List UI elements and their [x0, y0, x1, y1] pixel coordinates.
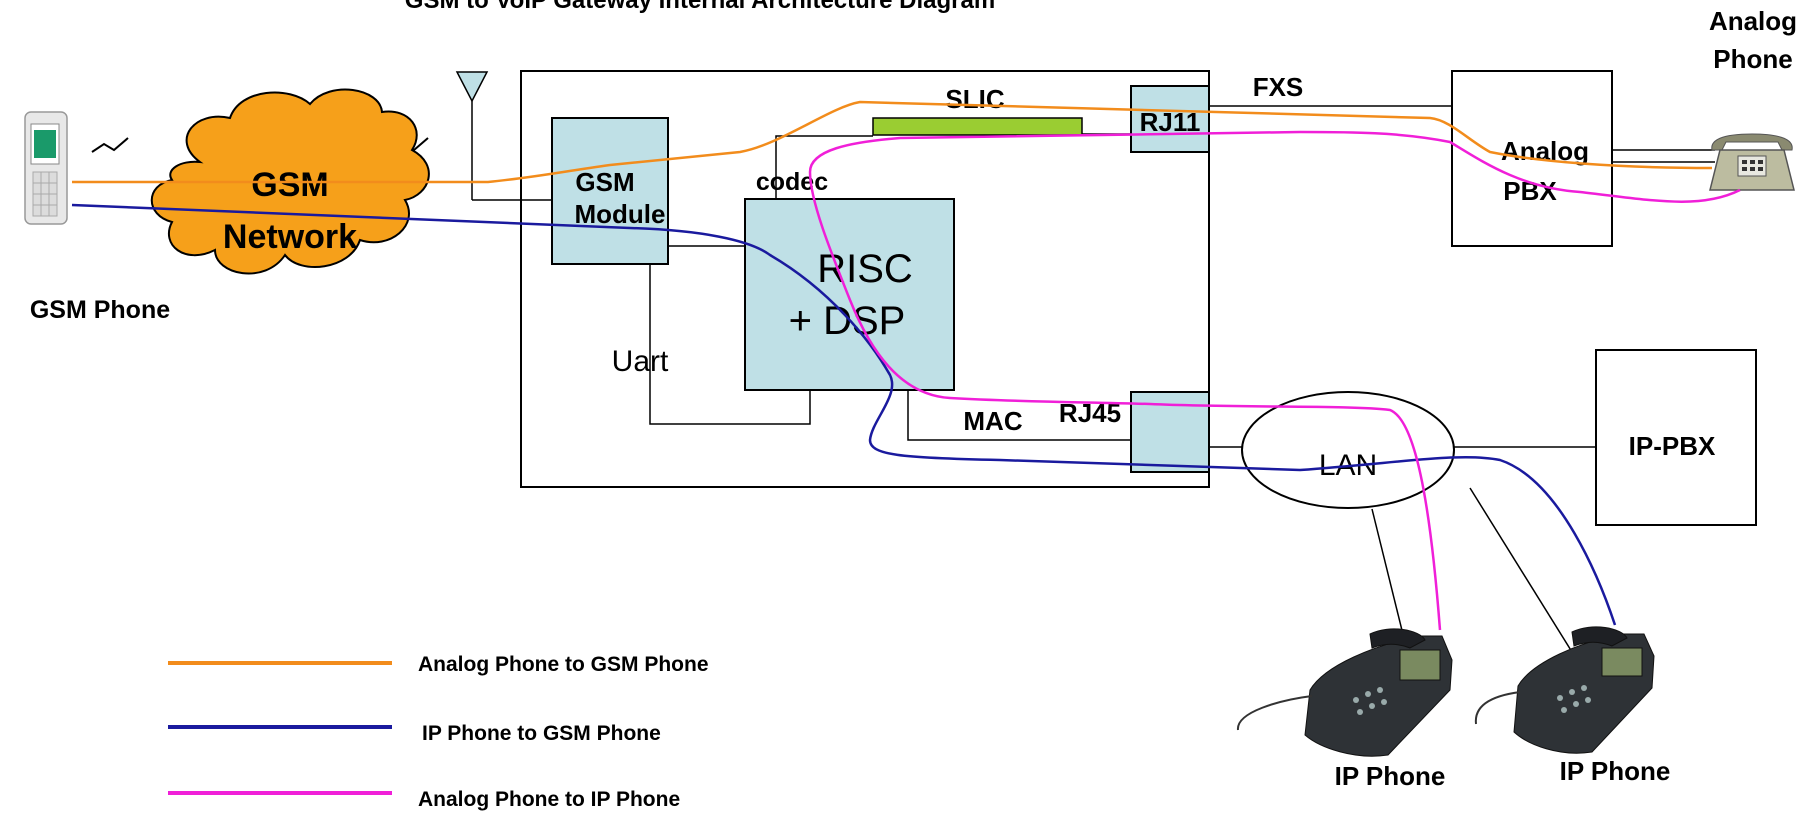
wire-mac [907, 390, 1131, 441]
slic-label: SLIC [945, 84, 1004, 114]
slic-bar [872, 117, 1083, 136]
ip-phone-icon [1236, 628, 1453, 757]
legend-label-analog-gsm: Analog Phone to GSM Phone [418, 653, 709, 676]
analog-phone-icon [1709, 133, 1795, 191]
ip-pbx-box [1595, 349, 1757, 526]
analog-pbx-label-2: PBX [1503, 176, 1557, 206]
uart-label: Uart [612, 345, 669, 378]
gsm-module-label-2: Module [575, 199, 666, 229]
dsp-label: + DSP [789, 299, 906, 343]
wire-lan-ipphone-2 [1469, 487, 1578, 661]
ip-phone-2-label: IP Phone [1560, 756, 1671, 786]
ip-phone-icon [1474, 626, 1655, 754]
ip-pbx-label: IP-PBX [1629, 431, 1716, 461]
legend-label-ip-gsm: IP Phone to GSM Phone [422, 722, 661, 745]
wire-uart [649, 264, 811, 425]
rj11-box [1130, 85, 1210, 153]
analog-phone-label-2: Phone [1713, 44, 1792, 74]
analog-phone-label-1: Analog [1709, 6, 1797, 36]
mac-label: MAC [963, 406, 1022, 436]
gsm-network-label-1: GSM [251, 166, 328, 204]
gsm-phone-label: GSM Phone [30, 296, 170, 324]
gsm-module-box [551, 117, 669, 265]
legend: Analog Phone to GSM Phone IP Phone to GS… [168, 653, 709, 811]
wire-codec [775, 135, 873, 199]
gsm-network-label-2: Network [223, 218, 357, 256]
codec-label: codec [756, 168, 828, 196]
ip-phone-1-label: IP Phone [1335, 761, 1446, 791]
path-analog-to-gsm [72, 100, 1713, 184]
gsm-phone-icon [24, 111, 68, 225]
signal-wave-left [91, 137, 129, 153]
gsm-module-label-1: GSM [575, 167, 634, 197]
diagram-title: GSM to VoIP Gateway Internal Architectur… [405, 0, 995, 14]
fxs-label: FXS [1253, 72, 1304, 102]
risc-dsp-box [744, 198, 955, 391]
path-ip-to-gsm [71, 203, 1617, 626]
legend-label-analog-ip: Analog Phone to IP Phone [418, 788, 680, 811]
antenna-icon [455, 71, 552, 201]
path-analog-to-ip [808, 130, 1741, 631]
